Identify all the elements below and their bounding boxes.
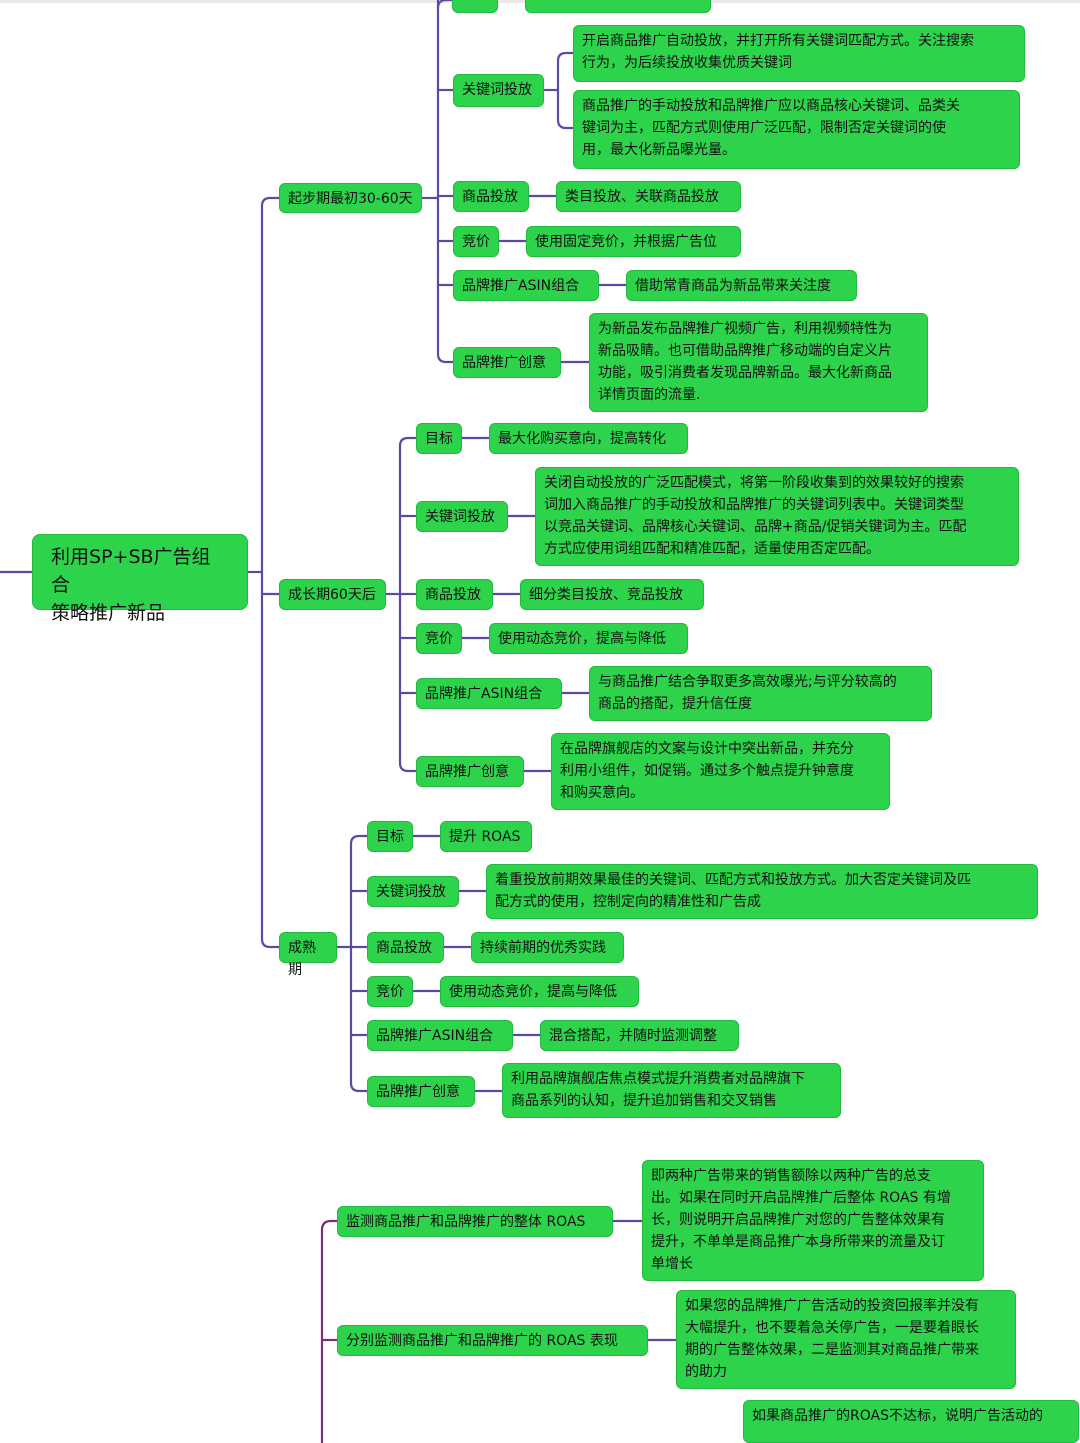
stage2-keyword-text: 关闭自动投放的广泛匹配模式，将第一阶段收集到的效果较好的搜索 词加入商品推广的手…	[535, 467, 1019, 566]
stage2-creative-node[interactable]: 品牌推广创意	[416, 756, 524, 787]
stage2-creative-text: 在品牌旗舰店的文案与设计中突出新品，并充分 利用小组件，如促销。通过多个触点提升…	[551, 733, 890, 810]
stage1-branch-line	[436, 0, 453, 9]
stage2-goal-node[interactable]: 目标	[416, 423, 462, 454]
stage1-node[interactable]: 起步期最初30-60天	[279, 183, 422, 213]
stage1-kw-branch	[556, 119, 573, 130]
stage1-branch-line	[436, 353, 453, 364]
stage2-keyword-node[interactable]: 关键词投放	[416, 501, 508, 532]
stage2-product-text: 细分类目投放、竞品投放	[520, 579, 704, 610]
stage2-node[interactable]: 成长期60天后	[279, 579, 386, 610]
stage1-asin-node[interactable]: 品牌推广ASIN组合	[453, 270, 599, 301]
stage2-asin-text: 与商品推广结合争取更多高效曝光;与评分较高的 商品的搭配，提升信任度	[589, 666, 932, 721]
stage3-asin-text: 混合搭配，并随时监测调整	[540, 1020, 739, 1051]
stage1-kw-branch	[556, 51, 573, 62]
cut-off-top-node-2	[525, 0, 711, 13]
stage3-branch-line	[349, 1082, 367, 1093]
monitor-separate-roas-node[interactable]: 分别监测商品推广和品牌推广的 ROAS 表现	[337, 1325, 648, 1356]
stage3-goal-text: 提升 ROAS	[440, 821, 532, 852]
stage2-bid-node[interactable]: 竞价	[416, 623, 462, 654]
stage1-asin-text: 借助常青商品为新品带来关注度	[626, 270, 857, 301]
stage3-goal-node[interactable]: 目标	[367, 821, 413, 852]
stage3-bid-node[interactable]: 竞价	[367, 976, 413, 1007]
stage2-goal-text: 最大化购买意向，提高转化	[489, 423, 688, 454]
stage1-creative-node[interactable]: 品牌推广创意	[453, 347, 561, 378]
stage1-bid-text: 使用固定竞价，并根据广告位	[526, 226, 741, 257]
stage-branch-line	[260, 938, 279, 949]
stage3-branch-line	[349, 834, 367, 845]
monitor-overall-roas-node[interactable]: 监测商品推广和品牌推广的整体 ROAS	[337, 1206, 613, 1237]
stage2-branch-line	[398, 436, 416, 447]
stage3-creative-node[interactable]: 品牌推广创意	[367, 1076, 475, 1107]
stage3-asin-node[interactable]: 品牌推广ASIN组合	[367, 1020, 513, 1051]
monitor-trunk	[320, 1219, 337, 1443]
stage1-keyword-text1: 开启商品推广自动投放，并打开所有关键词匹配方式。关注搜索 行为，为后续投放收集优…	[573, 25, 1025, 82]
stage2-bid-text: 使用动态竞价，提高与降低	[489, 623, 688, 654]
stage2-product-node[interactable]: 商品投放	[416, 579, 493, 610]
stage2-asin-node[interactable]: 品牌推广ASIN组合	[416, 678, 562, 709]
monitor-overall-roas-text: 即两种广告带来的销售额除以两种广告的总支 出。如果在同时开启品牌推广后整体 RO…	[642, 1160, 984, 1281]
root-node[interactable]: 利用SP+SB广告组合 策略推广新品	[32, 534, 248, 624]
monitor-separate-roas-text: 如果您的品牌推广广告活动的投资回报率并没有 大幅提升，也不要着急关停广告，一是要…	[676, 1290, 1016, 1389]
monitor-sp-roas-text: 如果商品推广的ROAS不达标，说明广告活动的	[743, 1400, 1079, 1443]
stage2-branch-line	[398, 762, 416, 773]
stage1-product-node[interactable]: 商品投放	[453, 181, 529, 212]
stage3-creative-text: 利用品牌旗舰店焦点模式提升消费者对品牌旗下 商品系列的认知，提升追加销售和交叉销…	[502, 1063, 841, 1118]
stage3-product-text: 持续前期的优秀实践	[471, 932, 624, 963]
stage1-keyword-text2: 商品推广的手动投放和品牌推广应以商品核心关键词、品类关 键词为主，匹配方式则使用…	[573, 90, 1020, 169]
cut-off-top-node	[452, 0, 498, 13]
stage3-node[interactable]: 成熟期	[279, 932, 337, 978]
stage-branch-line	[260, 196, 279, 207]
stage3-product-node[interactable]: 商品投放	[367, 932, 444, 963]
stage3-keyword-text: 着重投放前期效果最佳的关键词、匹配方式和投放方式。加大否定关键词及匹 配方式的使…	[486, 864, 1038, 919]
stage1-creative-text: 为新品发布品牌推广视频广告，利用视频特性为 新品吸睛。也可借助品牌推广移动端的自…	[589, 313, 928, 412]
stage3-bid-text: 使用动态竞价，提高与降低	[440, 976, 639, 1007]
stage1-keyword-node[interactable]: 关键词投放	[453, 74, 544, 107]
stage1-bid-node[interactable]: 竞价	[453, 226, 499, 257]
stage1-product-text: 类目投放、关联商品投放	[556, 181, 741, 212]
stage3-keyword-node[interactable]: 关键词投放	[367, 876, 459, 907]
